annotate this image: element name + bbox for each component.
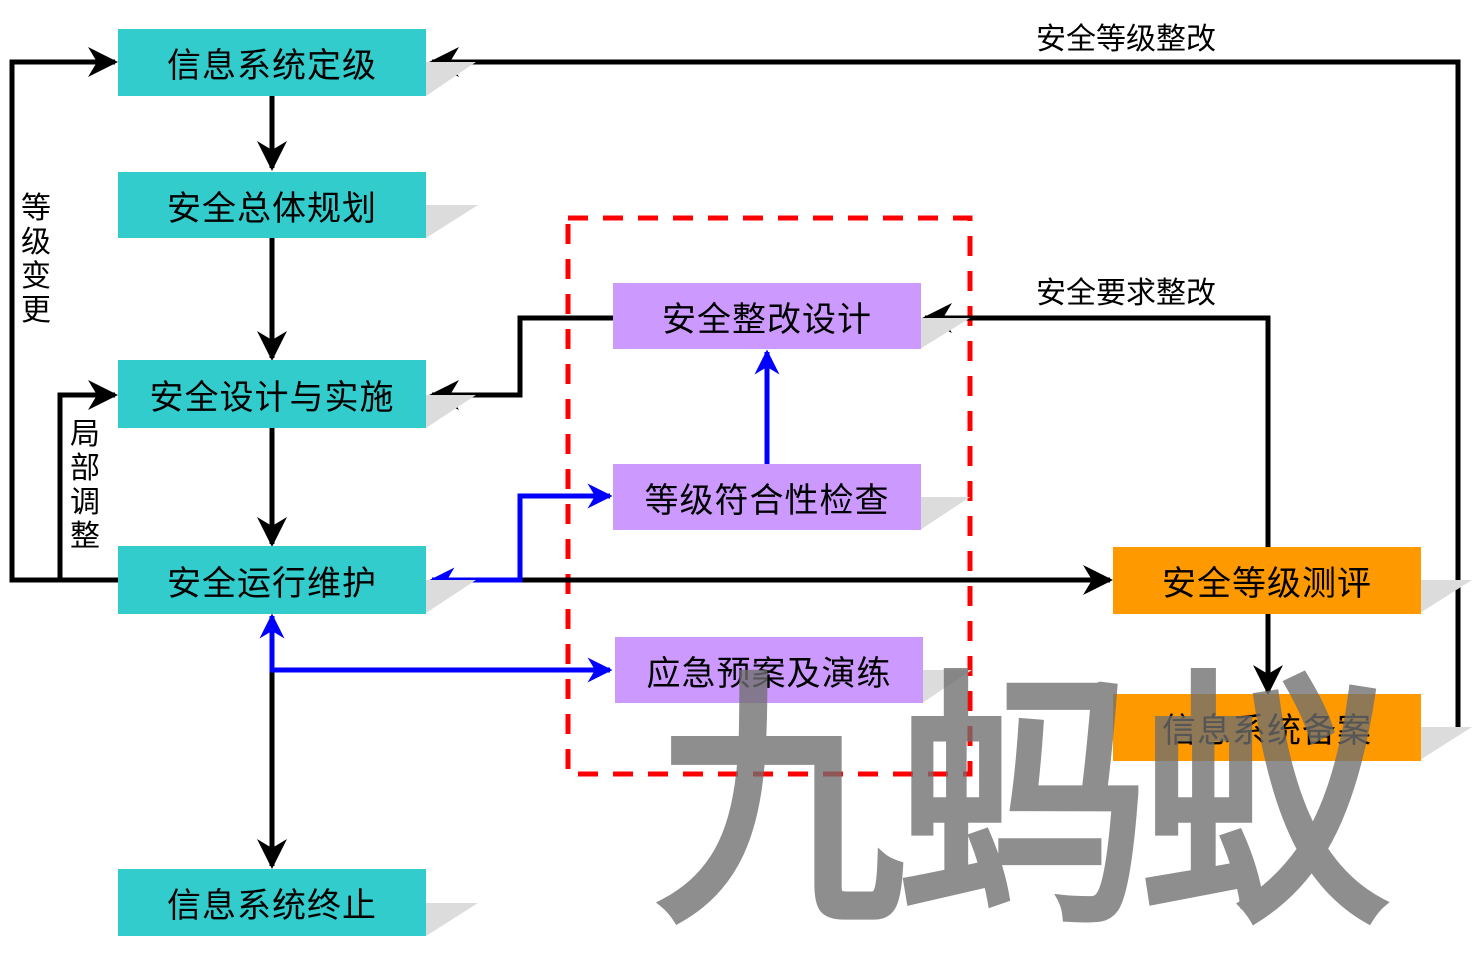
node-design-implementation: 安全设计与实施 (118, 360, 426, 428)
node-system-filing: 信息系统备案 (1113, 694, 1421, 761)
label-requirement-rectification: 安全要求整改 (1036, 276, 1216, 311)
arrow-rectification-to-design (429, 315, 614, 410)
node-system-grading: 信息系统定级 (118, 29, 426, 96)
arrow-partial-adjustment-loop (57, 380, 120, 583)
label-partial-adjustment: 局部调整 (70, 417, 100, 554)
node-emergency-plan: 应急预案及演练 (615, 637, 923, 703)
arrow-operation-to-compliance (429, 483, 613, 593)
arrow-requirement-rectification (922, 303, 1271, 548)
compliance-group-border (565, 215, 973, 777)
node-level-assessment: 安全等级测评 (1113, 547, 1421, 614)
node-overall-planning: 安全总体规划 (118, 172, 426, 238)
arrow-level-rectification (429, 47, 1461, 733)
node-operation-maintenance: 安全运行维护 (118, 546, 426, 614)
node-rectification-design: 安全整改设计 (613, 283, 921, 349)
label-level-rectification: 安全等级整改 (1036, 22, 1216, 57)
node-system-termination: 信息系统终止 (118, 869, 426, 936)
label-level-change: 等级变更 (21, 191, 51, 328)
arrow-operation-to-emergency (259, 613, 613, 683)
node-compliance-check: 等级符合性检查 (613, 464, 921, 530)
